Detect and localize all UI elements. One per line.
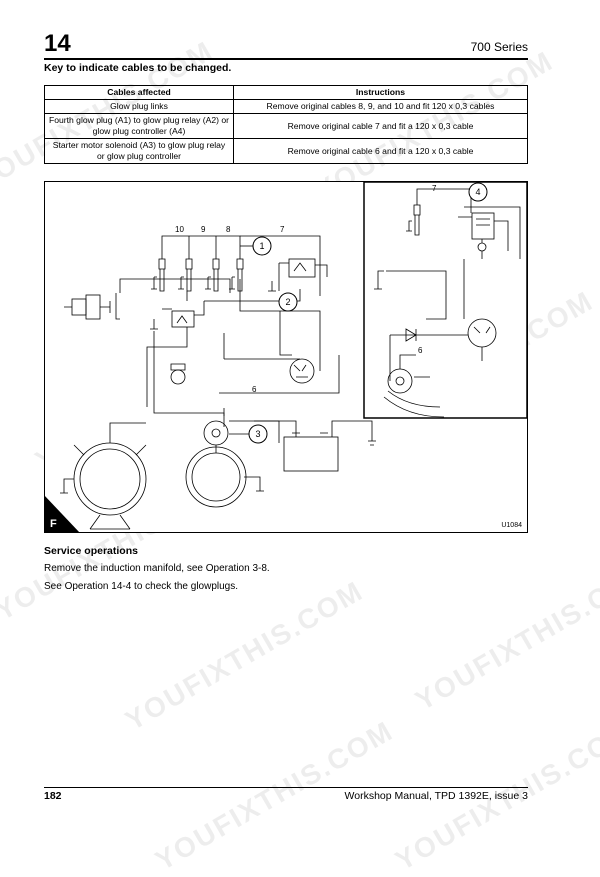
figure-label-badge bbox=[44, 495, 80, 533]
service-line: Remove the induction manifold, see Opera… bbox=[44, 563, 270, 574]
callout-label: 4 bbox=[475, 187, 480, 197]
cable-number: 10 bbox=[175, 225, 184, 234]
table-cell: Fourth glow plug (A1) to glow plug relay… bbox=[44, 113, 234, 139]
glow-plug-icon bbox=[178, 249, 193, 292]
manual-reference: Workshop Manual, TPD 1392E, issue 3 bbox=[344, 790, 528, 802]
table-cell: Remove original cable 6 and fit a 120 x … bbox=[233, 138, 528, 164]
starter-motor-icon bbox=[185, 420, 264, 508]
header-rule bbox=[44, 58, 528, 60]
table-row: Starter motor solenoid (A3) to glow plug… bbox=[44, 138, 528, 164]
alternator-icon bbox=[60, 422, 147, 530]
cable-number: 8 bbox=[226, 225, 231, 234]
page-number: 182 bbox=[44, 790, 62, 802]
callout-label: 1 bbox=[259, 241, 264, 251]
service-line: See Operation 14-4 to check the glowplug… bbox=[44, 581, 239, 592]
watermark: YOUFIXTHIS.COM bbox=[120, 574, 369, 737]
stop-solenoid-icon bbox=[64, 278, 231, 320]
cable-number: 9 bbox=[201, 225, 206, 234]
cable-number: 7 bbox=[432, 184, 437, 193]
wiring-diagram: 1 2 3 4 10 9 8 7 6 7 6 F U1084 bbox=[44, 181, 528, 533]
figure-code: U1084 bbox=[501, 522, 522, 529]
table-row: Fourth glow plug (A1) to glow plug relay… bbox=[44, 113, 528, 139]
glow-plug-icon bbox=[205, 249, 220, 292]
glow-plug-relay-icon bbox=[268, 258, 328, 292]
cable-number: 7 bbox=[280, 225, 285, 234]
wiring-diagram-svg: 1 2 3 4 10 9 8 7 6 7 6 bbox=[44, 181, 528, 533]
cable-number: 6 bbox=[418, 346, 423, 355]
service-title: Service operations bbox=[44, 545, 138, 557]
table-header-row: Cables affected Instructions bbox=[44, 85, 528, 100]
cables-table: Cables affected Instructions Glow plug l… bbox=[44, 85, 528, 164]
relay-icon bbox=[150, 301, 205, 330]
table-row: Glow plug links Remove original cables 8… bbox=[44, 99, 528, 114]
inset-diode-icon bbox=[390, 328, 436, 342]
key-title: Key to indicate cables to be changed. bbox=[44, 62, 232, 74]
warning-lamp-icon bbox=[170, 363, 186, 385]
ignition-switch-icon bbox=[289, 358, 315, 384]
footer-rule bbox=[44, 787, 528, 788]
glow-plug-controller-icon bbox=[458, 212, 509, 259]
table-header-cell: Instructions bbox=[233, 85, 528, 100]
inset-glow-plug-icon bbox=[406, 195, 421, 236]
callout-2 bbox=[278, 292, 298, 312]
figure-letter: F bbox=[50, 518, 57, 530]
glow-plug-icon bbox=[229, 249, 244, 292]
callout-4 bbox=[468, 182, 488, 202]
inset-starter-solenoid-icon bbox=[383, 335, 445, 418]
table-cell: Glow plug links bbox=[44, 99, 234, 114]
table-cell: Remove original cables 8, 9, and 10 and … bbox=[233, 99, 528, 114]
chapter-number: 14 bbox=[44, 30, 71, 57]
series-title: 700 Series bbox=[470, 40, 528, 54]
table-cell: Remove original cable 7 and fit a 120 x … bbox=[233, 113, 528, 139]
callout-label: 2 bbox=[285, 297, 290, 307]
callout-label: 3 bbox=[255, 429, 260, 439]
battery-icon bbox=[254, 420, 376, 472]
watermark: YOUFIXTHIS.COM bbox=[410, 554, 600, 717]
table-cell: Starter motor solenoid (A3) to glow plug… bbox=[44, 138, 234, 164]
cable-number: 6 bbox=[252, 385, 257, 394]
table-header-cell: Cables affected bbox=[44, 85, 234, 100]
